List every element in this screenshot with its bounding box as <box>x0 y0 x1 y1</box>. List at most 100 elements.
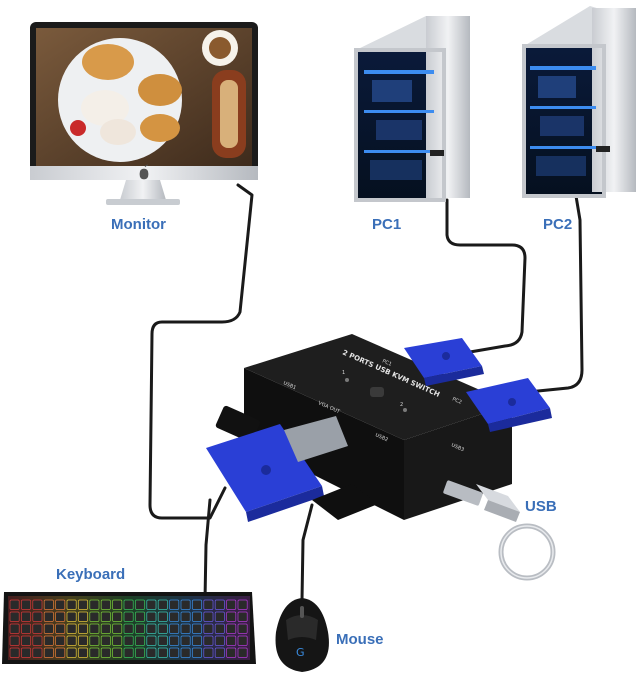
mouse-wheel <box>300 606 304 618</box>
keyboard-key <box>78 599 88 610</box>
keyboard-key <box>66 599 77 610</box>
keyboard-key <box>226 611 237 622</box>
keyboard-key <box>214 635 225 646</box>
monitor-foot <box>106 199 180 205</box>
pc2-front <box>592 8 636 192</box>
keyboard-key <box>123 635 134 646</box>
pc2-badge <box>596 146 610 152</box>
keyboard-key <box>66 623 77 634</box>
apple-logo-icon <box>139 164 149 180</box>
coffee <box>209 37 231 59</box>
keyboard-key <box>157 635 168 646</box>
keyboard-key <box>226 647 237 658</box>
keyboard-key <box>89 623 100 634</box>
waffle <box>138 74 182 106</box>
keyboard-key <box>135 647 145 658</box>
monitor <box>30 22 258 205</box>
keyboard-key <box>100 623 111 634</box>
keyboard-key <box>100 647 111 658</box>
vga-connector-pc1 <box>404 338 484 386</box>
keyboard-key <box>180 599 191 610</box>
keyboard-key <box>9 599 20 610</box>
keyboard-key <box>146 623 157 634</box>
pc2-component <box>536 156 586 176</box>
keyboard-key <box>43 611 54 622</box>
mouse-accent <box>286 615 318 640</box>
pc1-component <box>372 80 412 102</box>
keyboard-key <box>157 611 168 622</box>
bread <box>220 80 238 148</box>
pc1-port-label: PC1 <box>381 358 392 367</box>
keyboard-key <box>237 623 248 634</box>
strawberry <box>70 120 86 136</box>
keyboard-key <box>157 599 168 610</box>
keyboard-key <box>9 635 20 646</box>
keyboard-key <box>146 599 157 610</box>
pc2-cable <box>526 188 584 394</box>
usb3-label: USB3 <box>450 442 465 453</box>
keyboard-key <box>78 635 88 646</box>
vga-connector-pc2 <box>466 378 552 432</box>
mouse-logo-icon: G <box>296 646 305 659</box>
vga-connector-monitor <box>206 405 348 522</box>
pc2-frame <box>522 44 606 198</box>
keyboard-key <box>32 635 43 646</box>
keyboard-key <box>123 623 134 634</box>
keyboard-key <box>43 623 54 634</box>
pc1-front <box>426 16 470 198</box>
keyboard-key <box>214 599 225 610</box>
keyboard-key <box>112 611 123 622</box>
keyboard-key <box>203 611 214 622</box>
pc1-component <box>376 120 422 140</box>
keyboard-key <box>169 647 180 658</box>
pc1-component <box>370 160 422 180</box>
usb-label: USB <box>525 498 557 515</box>
keyboard-key <box>169 623 180 634</box>
monitor-stand <box>120 180 166 200</box>
pc2-glow <box>530 146 596 149</box>
pc1-cable <box>445 198 527 354</box>
keyboard-key <box>192 635 202 646</box>
ice-cream <box>81 90 129 126</box>
keyboard-key <box>226 623 237 634</box>
keyboard-key <box>112 599 123 610</box>
keyboard-key <box>214 647 225 658</box>
keyboard-key <box>146 635 157 646</box>
keyboard-key <box>112 623 123 634</box>
keyboard-key <box>169 611 180 622</box>
keyboard-key <box>55 635 66 646</box>
waffle <box>140 114 180 142</box>
led-2 <box>403 408 407 412</box>
cables <box>148 183 584 602</box>
keyboard-key <box>237 611 248 622</box>
keyboard-key <box>123 647 134 658</box>
ice-cream <box>100 119 136 145</box>
keyboard-key <box>9 623 20 634</box>
keyboard-key <box>66 611 77 622</box>
keyboard-key <box>32 611 43 622</box>
keyboard-key <box>180 635 191 646</box>
keyboard-key <box>43 599 54 610</box>
keyboard-key <box>21 611 31 622</box>
keyboard-key <box>100 611 111 622</box>
keyboard-key <box>21 635 31 646</box>
keyboard-key <box>43 635 54 646</box>
keyboard-key <box>9 611 20 622</box>
keyboard-key <box>55 611 66 622</box>
monitor-label: Monitor <box>111 216 166 233</box>
keyboard-key <box>32 623 43 634</box>
pc2-port-label: PC2 <box>451 396 462 405</box>
keyboard-key <box>192 611 202 622</box>
keyboard-key <box>21 647 31 658</box>
keyboard-key <box>32 647 43 658</box>
usb-plug-mouse <box>312 484 378 520</box>
keyboard-key <box>55 647 66 658</box>
keyboard-key <box>169 635 180 646</box>
keyboard-key <box>157 623 168 634</box>
keyboard-key <box>226 635 237 646</box>
pc1-frame <box>354 48 446 202</box>
keyboard-key <box>78 623 88 634</box>
keyboard-key <box>214 623 225 634</box>
pc1-label: PC1 <box>372 216 402 233</box>
